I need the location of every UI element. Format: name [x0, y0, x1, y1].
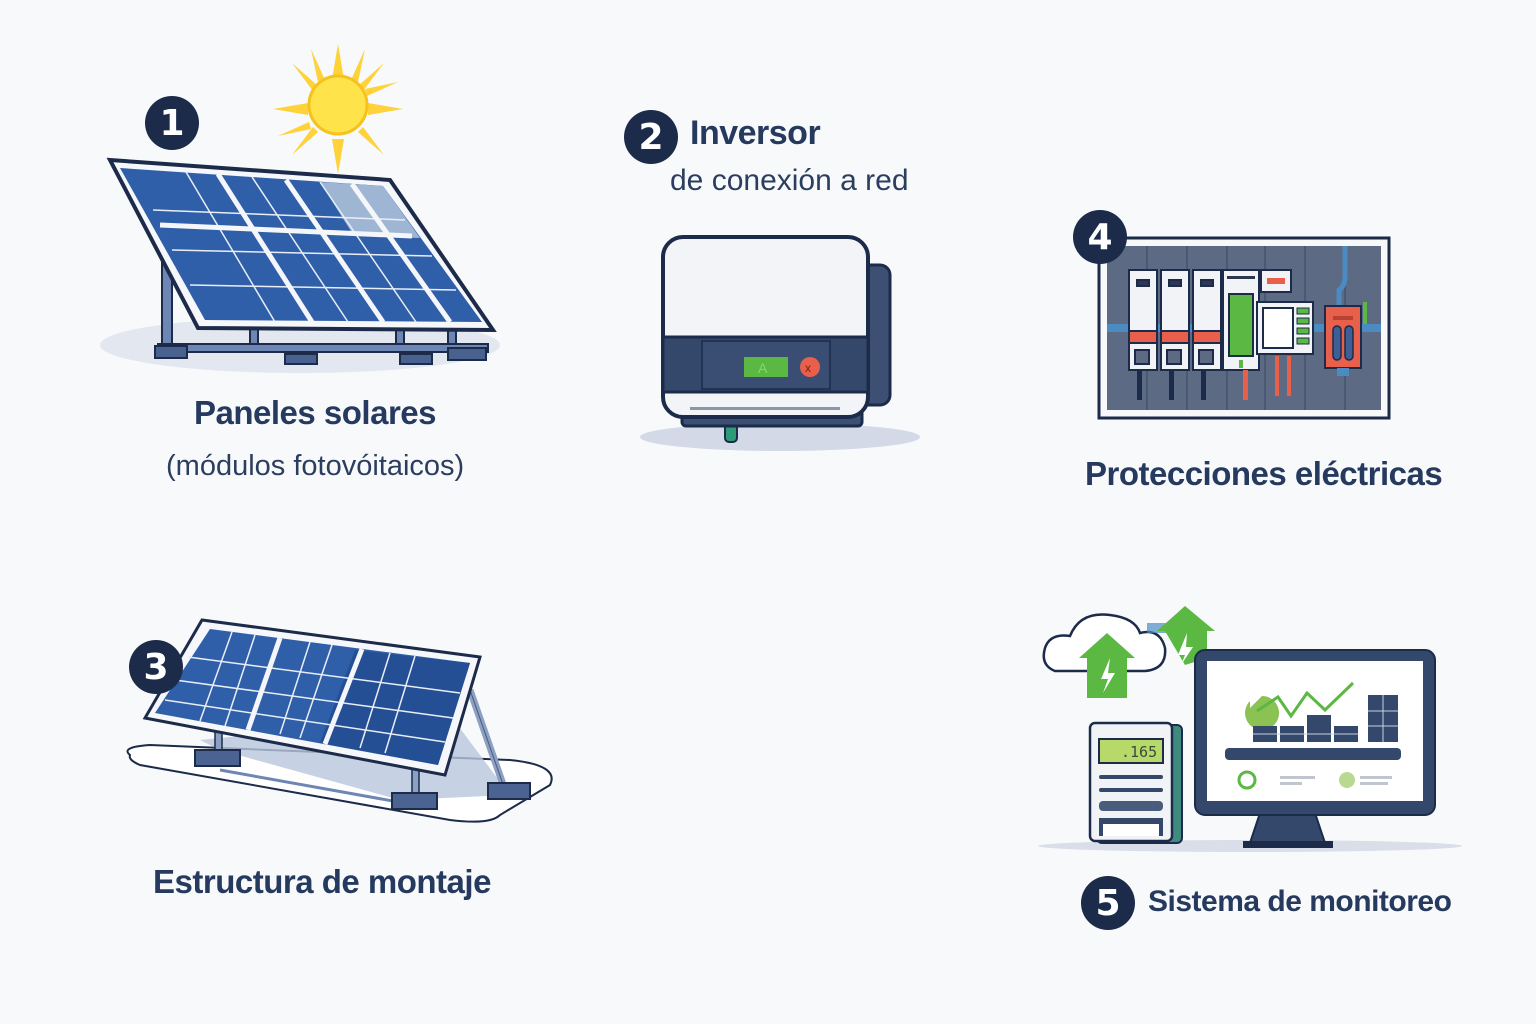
monitoring-system-icon: .165 [1038, 606, 1462, 852]
mounting-structure-title: Estructura de montaje [153, 863, 491, 900]
solar-panel-icon [100, 157, 500, 373]
electrical-panel-icon [1097, 236, 1391, 420]
inverter-subtitle: de conexión a red [670, 164, 909, 197]
inverter-display-text: A [758, 360, 768, 376]
mounting-structure-icon [126, 618, 553, 823]
inverter-title: Inversor [690, 114, 821, 152]
step-badge-2: 2 [624, 110, 678, 164]
sun-icon [273, 44, 403, 174]
electrical-protections-title: Protecciones eléctricas [1085, 455, 1443, 492]
step-badge-5: 5 [1081, 876, 1135, 930]
step-badge-1: 1 [145, 96, 199, 150]
inverter-icon: A x [640, 235, 920, 451]
solar-panels-title: Paneles solares [194, 394, 437, 431]
svg-text:x: x [805, 361, 811, 375]
solar-panels-subtitle: (módulos fotovóitaicos) [166, 450, 465, 482]
step-badge-3: 3 [129, 640, 183, 694]
meter-reading: .165 [1121, 743, 1157, 761]
step-badge-4: 4 [1073, 210, 1127, 264]
monitoring-system-title: Sistema de monitoreo [1148, 885, 1452, 918]
